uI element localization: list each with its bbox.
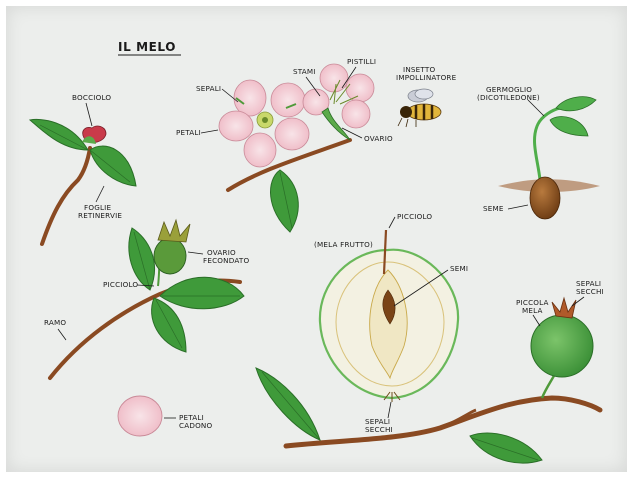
leader-ovario-fecondato [188, 252, 203, 254]
label-sepali-secchi-2: SECCHI [365, 425, 393, 434]
label-petali-cadono-2: CADONO [179, 421, 213, 430]
label-dicotiledone: (DICOTILEDONE) [477, 93, 540, 102]
label-bocciolo: BOCCIOLO [72, 93, 111, 102]
apple-flower [219, 64, 374, 232]
leader-ramo [58, 329, 66, 340]
leader-foglie [96, 186, 104, 202]
label-retinervie: RETINERVIE [78, 211, 122, 220]
bud-branch [30, 119, 136, 244]
diagram-title: IL MELO [118, 40, 176, 54]
leader-sepali-secchi [388, 402, 391, 418]
label-pistilli: PISTILLI [347, 57, 376, 66]
leader-germoglio [528, 100, 544, 116]
label-ovario: OVARIO [364, 134, 393, 143]
label-seme: SEME [483, 204, 504, 213]
label-sepali-secchi-r2: SECCHI [576, 287, 604, 296]
leader-bocciolo [86, 103, 92, 126]
seedling [498, 97, 600, 219]
bee-illustration [398, 89, 441, 127]
label-picciolo-left: PICCIOLO [103, 280, 138, 289]
fertilized-ovary-branch [50, 220, 244, 378]
label-piccola-mela-2: MELA [522, 306, 543, 315]
label-mela-frutto: (MELA FRUTTO) [314, 240, 373, 249]
label-semi: SEMI [450, 264, 468, 273]
label-ramo: RAMO [44, 318, 66, 327]
leader-sepali-secchi-r [572, 297, 584, 306]
label-ovario-fecondato-2: FECONDATO [203, 256, 249, 265]
falling-petal [118, 396, 162, 436]
leader-picciolo-top [389, 217, 395, 228]
label-petali: PETALI [176, 128, 201, 137]
leader-petali [201, 130, 218, 133]
leader-piccola-mela [533, 315, 540, 326]
label-sepali: SEPALI [196, 84, 221, 93]
leader-seme [508, 205, 528, 209]
label-impollinatore: IMPOLLINATORE [396, 73, 457, 82]
label-picciolo-top: PICCIOLO [397, 212, 432, 221]
label-stami: STAMI [293, 67, 316, 76]
apple-cross-section [320, 230, 458, 402]
